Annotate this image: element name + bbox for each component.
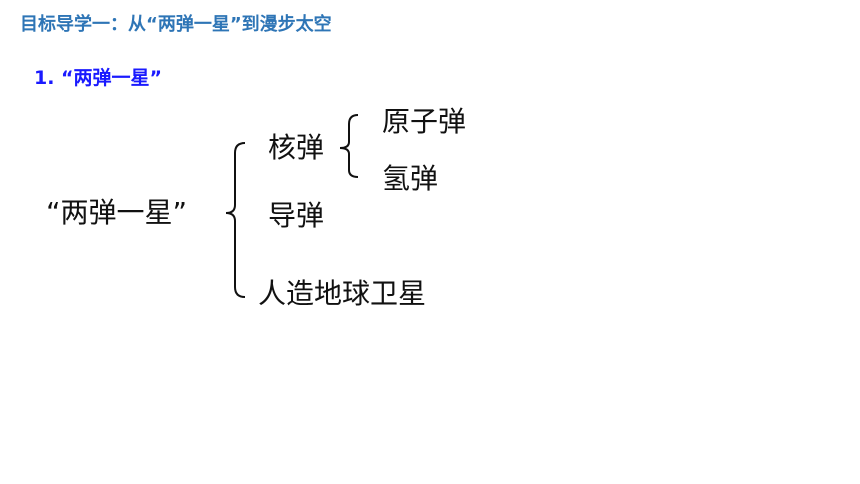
branch-satellite: 人造地球卫星: [258, 277, 427, 310]
slide-title: 目标导学一：从“两弹一星”到漫步太空: [20, 14, 332, 35]
section-heading: 1. “两弹一星”: [34, 67, 163, 89]
leaf-atomic-bomb: 原子弹: [382, 105, 467, 138]
leaf-hydrogen-bomb: 氢弹: [382, 162, 439, 195]
main-brace: [225, 142, 246, 298]
sub-brace: [339, 114, 359, 178]
root-node: “两弹一星”: [46, 196, 188, 229]
branch-missile: 导弹: [268, 199, 325, 232]
branch-nuclear: 核弹: [268, 131, 325, 164]
